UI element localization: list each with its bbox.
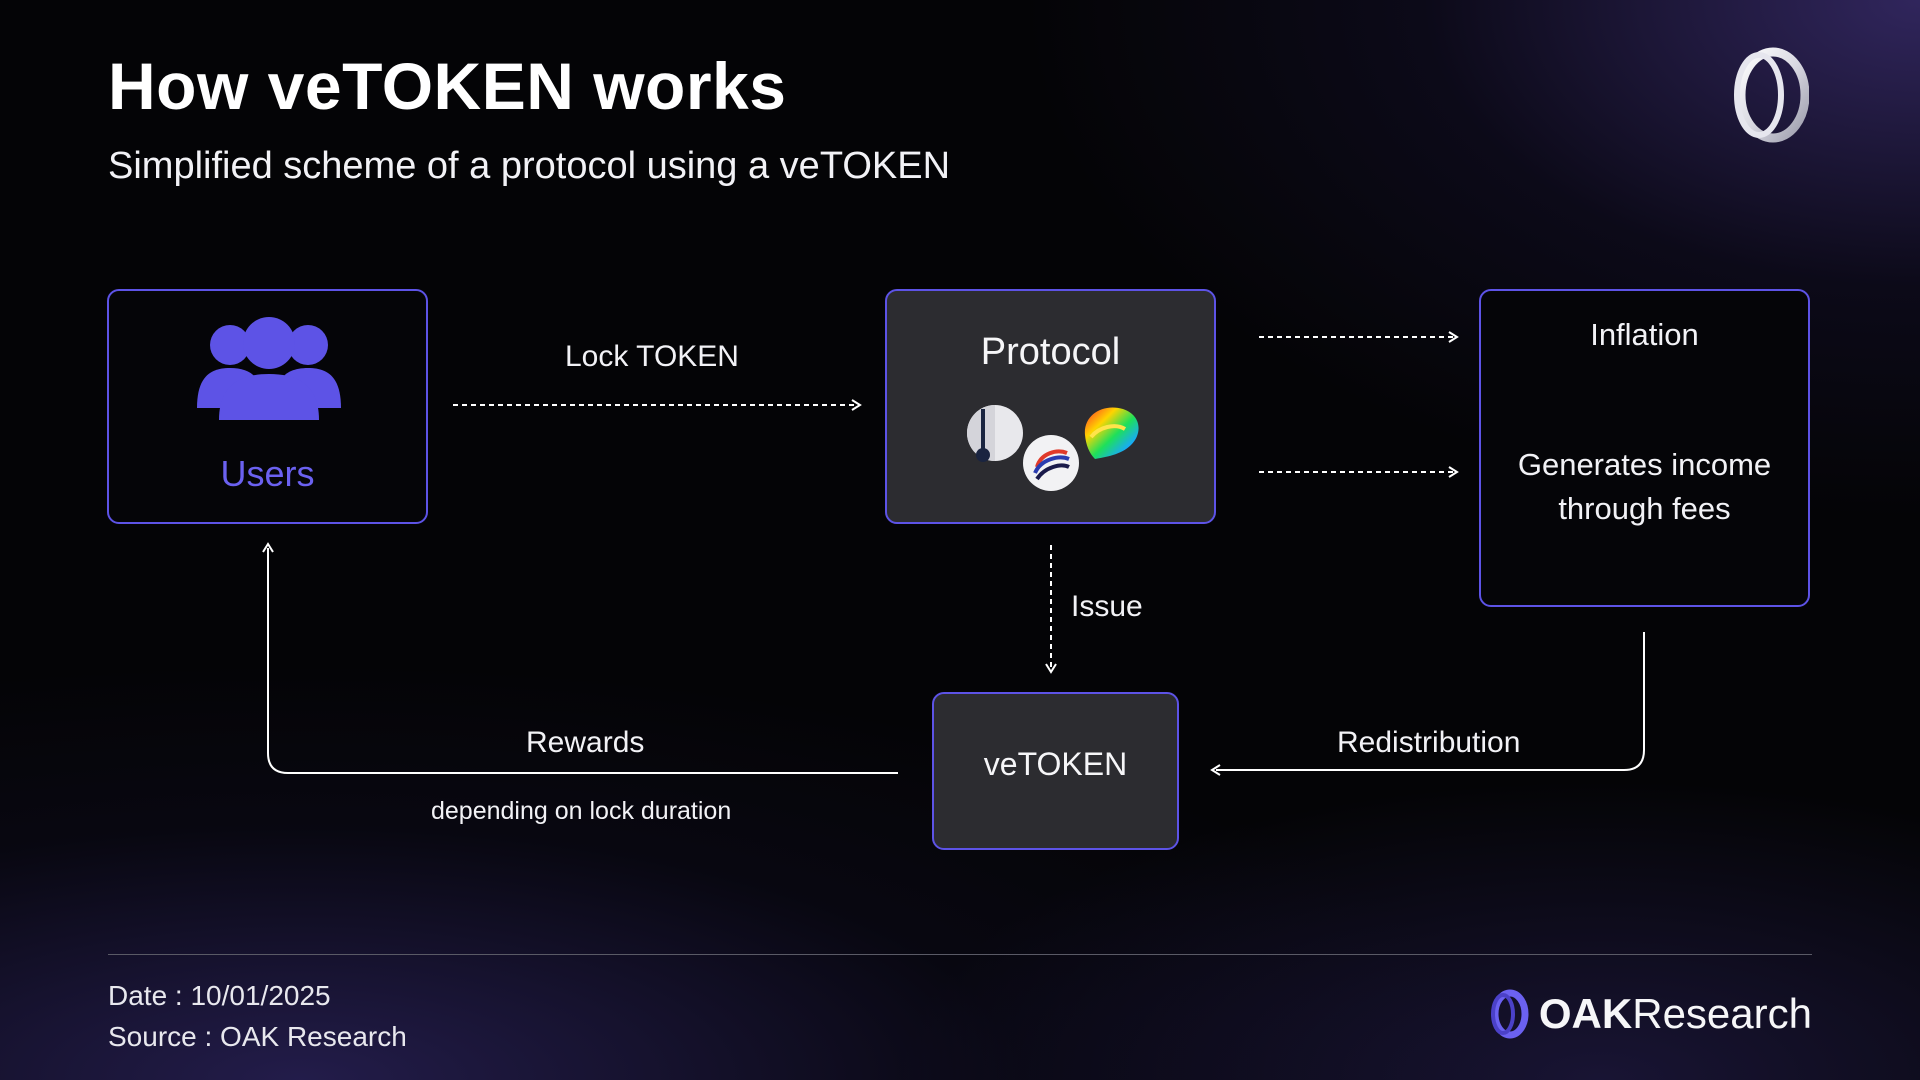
page-subtitle: Simplified scheme of a protocol using a … [108, 145, 951, 187]
oak-ring-logo-icon [1734, 47, 1809, 143]
footer-date: Date : 10/01/2025 [108, 980, 331, 1011]
issue-arrow [1045, 545, 1057, 674]
redistribution-label: Redistribution [1337, 726, 1521, 759]
brand-name-light: Research [1632, 990, 1812, 1037]
protocol-node: Protocol [885, 289, 1216, 524]
issue-label: Issue [1071, 590, 1143, 623]
vetoken-label: veTOKEN [983, 746, 1128, 782]
users-label: Users [220, 453, 315, 494]
balancer-logo-icon [967, 405, 1023, 462]
footer-divider [108, 954, 1812, 955]
rewards-arrow [262, 542, 898, 774]
rewards-label: Rewards [526, 726, 645, 759]
inflation-arrow [1259, 331, 1459, 343]
vetoken-node: veTOKEN [932, 692, 1179, 850]
users-group-icon [197, 317, 341, 420]
page-title: How veTOKEN works [108, 49, 787, 123]
oak-ring-logo-icon [1490, 989, 1529, 1039]
brand-name-bold: OAK [1538, 990, 1633, 1037]
protocol-logos [967, 405, 1139, 491]
lock-arrow [453, 399, 862, 411]
frax-logo-icon [1023, 435, 1079, 491]
brand-name: OAKResearch [1539, 990, 1812, 1038]
users-node: Users [107, 289, 428, 524]
curve-logo-icon [1084, 407, 1139, 459]
income-label: Generates income through fees [1517, 447, 1772, 526]
brand-logo: OAKResearch [1485, 984, 1812, 1044]
inflation-label: Inflation [1590, 317, 1699, 352]
inflation-node: Inflation Generates income through fees [1479, 289, 1810, 607]
footer-source: Source : OAK Research [108, 1021, 407, 1052]
redistribution-arrow [1210, 632, 1645, 776]
protocol-label: Protocol [980, 331, 1121, 373]
lock-token-label: Lock TOKEN [565, 340, 739, 373]
rewards-note: depending on lock duration [431, 797, 732, 825]
income-arrow [1259, 466, 1459, 478]
